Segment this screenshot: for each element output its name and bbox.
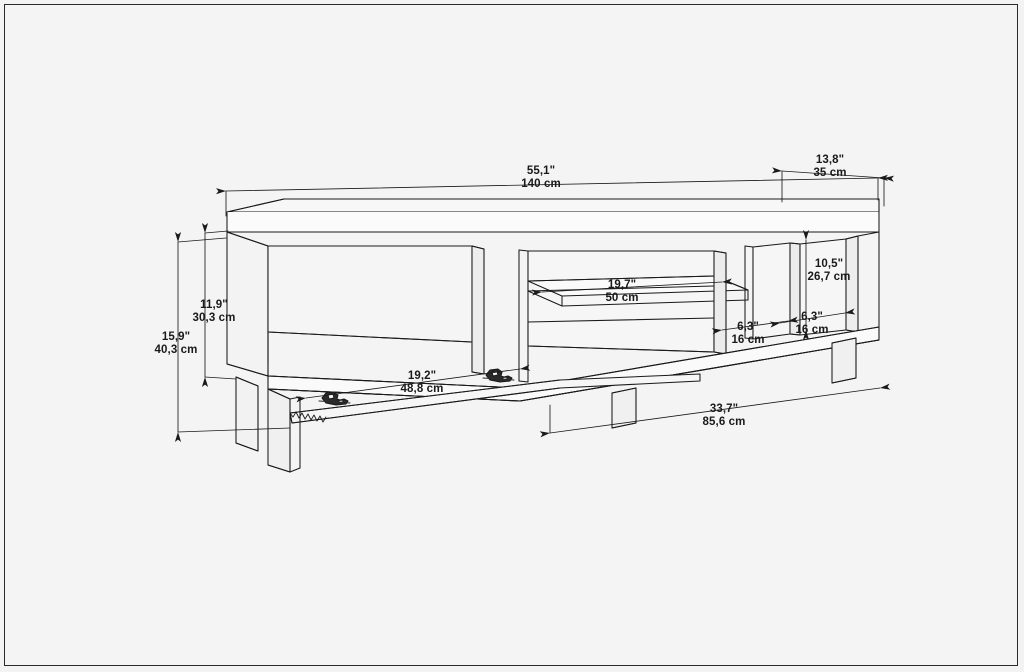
body-height-dimension-line: [201, 223, 237, 387]
dim-label-outer-niche-width: 6,3" 16 cm: [778, 311, 846, 336]
left-compartment-width-dimension-line: [295, 364, 531, 403]
dim-metric-leg-span: 85,6 cm: [702, 415, 746, 428]
dim-label-leg-span-width: 33,7" 85,6 cm: [682, 403, 766, 428]
cam-lock-fitting-center: [482, 368, 515, 383]
left-compartment-interior: [267, 245, 473, 343]
dim-imperial-overall-depth: 13,8": [815, 154, 845, 166]
dim-metric-overall-height: 40,3 cm: [154, 343, 198, 356]
dim-imperial-left-compartment: 19,2": [407, 370, 437, 382]
top-panel-outline: [226, 198, 880, 233]
leg-span-width-dimension-line: [539, 383, 891, 438]
overall-height-dimension-line: [174, 232, 291, 442]
dim-label-overall-height: 15,9" 40,3 cm: [136, 331, 216, 356]
dim-imperial-overall-height: 15,9": [161, 331, 191, 343]
dim-metric-right-compartment: 26,7 cm: [807, 270, 851, 283]
dim-label-overall-width: 55,1" 140 cm: [498, 165, 584, 190]
dim-metric-left-compartment: 48,8 cm: [400, 382, 444, 395]
dim-imperial-body-height: 11,9": [200, 299, 228, 311]
dim-label-overall-depth: 13,8" 35 cm: [790, 154, 870, 179]
dim-imperial-leg-span: 33,7": [709, 403, 739, 415]
rear-left-leg: [235, 376, 259, 452]
outer-niche-width-dimension-line: [769, 308, 856, 328]
dim-label-inner-niche-width: 6,3" 16 cm: [714, 321, 782, 346]
dim-label-left-compartment-width: 19,2" 48,8 cm: [380, 370, 464, 395]
dim-label-center-shelf-width: 19,7" 50 cm: [584, 279, 660, 304]
dim-label-right-compartment-height: 10,5" 26,7 cm: [789, 258, 869, 283]
dim-imperial-outer-niche: 6,3": [801, 311, 823, 323]
dim-label-body-height: 11,9" 30,3 cm: [174, 299, 254, 324]
dim-imperial-center-shelf: 19,7": [607, 279, 637, 291]
front-left-leg: [267, 388, 301, 473]
dim-metric-outer-niche: 16 cm: [795, 323, 829, 336]
dim-imperial-overall-width: 55,1": [526, 165, 556, 177]
dim-metric-inner-niche: 16 cm: [731, 333, 765, 346]
dim-metric-body-height: 30,3 cm: [192, 311, 236, 324]
center-shelf-width-dimension-line: [531, 278, 733, 296]
dim-metric-center-shelf: 50 cm: [605, 291, 639, 304]
dim-imperial-right-compartment: 10,5": [814, 258, 844, 270]
center-divider-panel: [471, 245, 485, 375]
overall-depth-dimension-line: [771, 167, 895, 207]
dim-metric-overall-depth: 35 cm: [813, 166, 847, 179]
right-side-panel: [845, 235, 859, 333]
rear-right-leg: [831, 337, 857, 384]
dim-metric-overall-width: 140 cm: [521, 177, 561, 190]
dim-imperial-inner-niche: 6,3": [737, 321, 759, 333]
